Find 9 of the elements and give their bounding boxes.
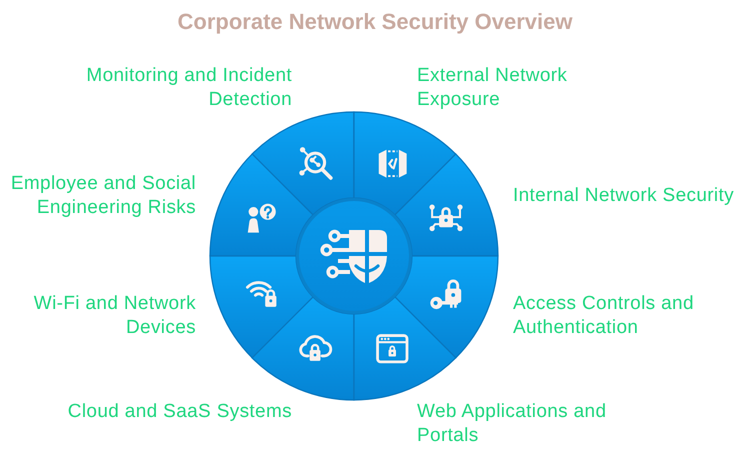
segment-label: Monitoring and Incident Detection [85,64,292,112]
segment-label: Web Applications and Portals [417,400,608,448]
diagram-title: Corporate Network Security Overview [178,9,572,35]
segment-label: Cloud and SaaS Systems [66,400,292,424]
segment-label: Wi-Fi and Network Devices [32,292,196,340]
segment-label: Internal Network Security [512,184,735,208]
segment-label: External Network Exposure [417,64,568,112]
segment-label: Employee and Social Engineering Risks [10,172,196,220]
segment-label: Access Controls and Authentication [512,292,695,340]
